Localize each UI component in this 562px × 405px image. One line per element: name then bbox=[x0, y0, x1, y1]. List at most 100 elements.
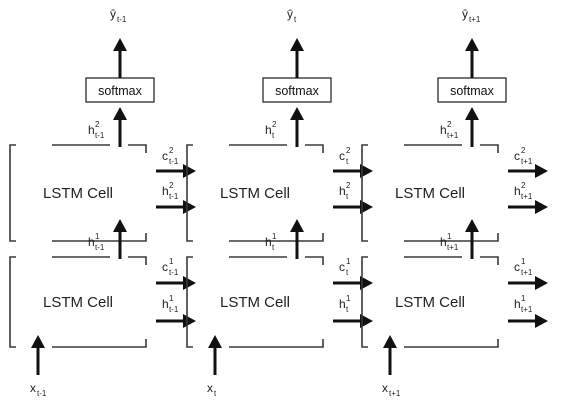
cell-state1-label-3-base: c bbox=[514, 260, 520, 274]
hidden1-up-arrow-2 bbox=[288, 217, 306, 261]
hidden2-right-label-1-superscript: 2 bbox=[169, 181, 174, 190]
input-label-2-subscript: t bbox=[214, 389, 217, 398]
hidden1-right-label-1-superscript: 1 bbox=[169, 294, 174, 303]
hidden2-right-label-2-subscript: t bbox=[346, 192, 349, 201]
lstm-cell-upper-2-top-right-edge bbox=[305, 144, 324, 153]
hidden2-right-label-1-base: h bbox=[162, 184, 169, 198]
output-label-2-base: ŷ bbox=[287, 7, 293, 21]
cell-state2-label-2-superscript: 2 bbox=[346, 146, 351, 155]
output-arrow-3 bbox=[463, 36, 481, 80]
lstm-cell-upper-2: LSTM Cell bbox=[186, 144, 324, 242]
output-arrow-1 bbox=[111, 36, 129, 80]
lstm-cell-lower-2-label: LSTM Cell bbox=[220, 294, 290, 311]
cell-state1-label-2-base: c bbox=[339, 260, 345, 274]
hidden1-up-arrow-3 bbox=[463, 217, 481, 261]
cell-state1-arrow-3 bbox=[506, 274, 550, 292]
output-label-1-subscript: t-1 bbox=[117, 15, 127, 24]
output-label-2-subscript: t bbox=[294, 15, 297, 24]
lstm-cell-lower-1-label: LSTM Cell bbox=[43, 294, 113, 311]
hidden2-label-1-base: h bbox=[88, 123, 95, 137]
hidden1-label-3-superscript: 1 bbox=[447, 232, 452, 241]
cell-state2-arrow-2 bbox=[331, 162, 375, 180]
softmax-box-2 bbox=[262, 77, 332, 103]
hidden2-label-3-subscript: t+1 bbox=[447, 131, 459, 140]
input-arrow-3 bbox=[381, 333, 399, 377]
lstm-cell-upper-2-bottom-edge bbox=[229, 233, 324, 242]
hidden1-label-1-subscript: t-1 bbox=[95, 243, 105, 252]
softmax-label-1: softmax bbox=[98, 84, 143, 98]
hidden1-right-arrow-2 bbox=[331, 312, 375, 330]
cell-state2-arrow-1 bbox=[154, 162, 198, 180]
lstm-cell-upper-1: LSTM Cell bbox=[9, 144, 147, 242]
hidden1-right-label-3-base: h bbox=[514, 297, 521, 311]
cell-state1-label-3-superscript: 1 bbox=[521, 257, 526, 266]
input-label-3-subscript: t+1 bbox=[389, 389, 401, 398]
hidden1-label-1-superscript: 1 bbox=[95, 232, 100, 241]
input-label-2-base: x bbox=[207, 381, 213, 395]
lstm-cell-lower-2: LSTM Cell bbox=[186, 256, 324, 348]
input-arrow-1 bbox=[29, 333, 47, 377]
hidden1-label-3-base: h bbox=[440, 235, 447, 249]
cell-state1-label-1-base: c bbox=[162, 260, 168, 274]
hidden1-right-label-2-subscript: t bbox=[346, 305, 349, 314]
lstm-cell-upper-3-top-right-edge bbox=[480, 144, 499, 153]
output-label-1-base: ŷ bbox=[110, 7, 116, 21]
hidden2-label-2-superscript: 2 bbox=[272, 120, 277, 129]
lstm-cell-lower-3-top-right-edge bbox=[480, 256, 499, 265]
lstm-cell-upper-1-label: LSTM Cell bbox=[43, 185, 113, 202]
input-label-1-base: x bbox=[30, 381, 36, 395]
lstm-cell-upper-3-label: LSTM Cell bbox=[395, 185, 465, 202]
cell-state2-label-2-base: c bbox=[339, 149, 345, 163]
hidden1-right-arrow-3 bbox=[506, 312, 550, 330]
hidden2-up-arrow-2 bbox=[288, 105, 306, 149]
lstm-cell-upper-3: LSTM Cell bbox=[361, 144, 499, 242]
hidden1-label-2-base: h bbox=[265, 235, 272, 249]
input-arrow-2 bbox=[206, 333, 224, 377]
hidden2-right-label-2-superscript: 2 bbox=[346, 181, 351, 190]
lstm-cell-lower-3: LSTM Cell bbox=[361, 256, 499, 348]
cell-state1-label-1-superscript: 1 bbox=[169, 257, 174, 266]
hidden2-right-arrow-3 bbox=[506, 198, 550, 216]
hidden2-label-2-base: h bbox=[265, 123, 272, 137]
lstm-cell-lower-1-left-edge bbox=[9, 256, 16, 348]
cell-state2-label-1-subscript: t-1 bbox=[169, 157, 179, 166]
input-label-1-subscript: t-1 bbox=[37, 389, 47, 398]
cell-state1-label-2-superscript: 1 bbox=[346, 257, 351, 266]
hidden1-right-label-3-subscript: t+1 bbox=[521, 305, 533, 314]
cell-state1-label-3-subscript: t+1 bbox=[521, 268, 533, 277]
lstm-cell-lower-3-left-edge bbox=[361, 256, 368, 348]
lstm-cell-lower-2-left-edge bbox=[186, 256, 193, 348]
lstm-cell-upper-3-left-edge bbox=[361, 144, 368, 242]
hidden1-label-3-subscript: t+1 bbox=[447, 243, 459, 252]
output-label-3-base: ŷ bbox=[462, 7, 468, 21]
cell-state2-label-1-base: c bbox=[162, 149, 168, 163]
hidden2-label-1-subscript: t-1 bbox=[95, 131, 105, 140]
hidden2-right-label-3-superscript: 2 bbox=[521, 181, 526, 190]
lstm-cell-upper-1-left-edge bbox=[9, 144, 16, 242]
hidden2-right-arrow-2 bbox=[331, 198, 375, 216]
hidden1-label-2-subscript: t bbox=[272, 243, 275, 252]
lstm-cell-upper-1-bottom-edge bbox=[52, 233, 147, 242]
cell-state2-label-3-superscript: 2 bbox=[521, 146, 526, 155]
